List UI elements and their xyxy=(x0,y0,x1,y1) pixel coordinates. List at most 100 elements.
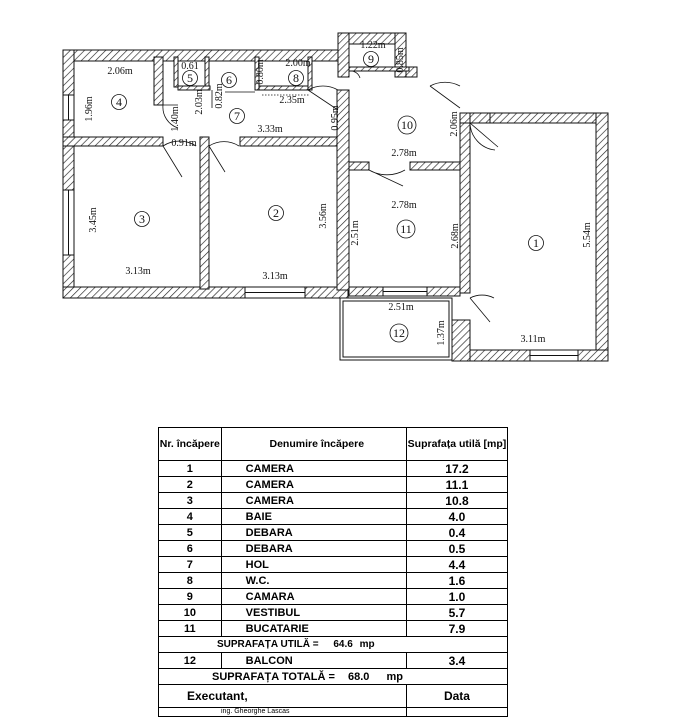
row-nr: 8 xyxy=(158,572,222,589)
balcony-nr: 12 xyxy=(158,652,222,669)
executant-label: Executant, xyxy=(158,684,407,708)
row-name: VESTIBUL xyxy=(220,604,407,621)
row-area: 11.1 xyxy=(405,476,509,493)
row-name: DEBARA xyxy=(220,540,407,557)
dimension-label: 2.51m xyxy=(350,220,361,246)
row-nr: 4 xyxy=(158,508,222,525)
dimension-labels: 2.06m1.96m0.612.03m0.80m0.82m2.00m2.35m1… xyxy=(84,40,593,346)
dotted-guides xyxy=(178,89,310,96)
row-nr: 10 xyxy=(158,604,222,621)
row-name: BUCATARIE xyxy=(220,620,407,637)
room-number: 12 xyxy=(393,326,405,340)
dimension-label: 1.96m xyxy=(84,96,95,122)
row-area: 1.0 xyxy=(405,588,509,605)
room-number: 2 xyxy=(273,206,279,220)
dimension-label: 2.00m xyxy=(285,58,311,69)
room-circle xyxy=(221,72,237,88)
dimension-label: 3.45m xyxy=(88,207,99,233)
dimension-label: 3.13m xyxy=(262,271,288,282)
dimension-label: 1.40m xyxy=(170,106,181,132)
dimension-label: 3.56m xyxy=(318,203,329,229)
header-name: Denumire încăpere xyxy=(220,427,407,461)
room-circle xyxy=(229,108,245,124)
balcony-name: BALCON xyxy=(220,652,407,669)
room-number: 1 xyxy=(533,236,539,250)
room-circle xyxy=(182,70,198,86)
room-number: 8 xyxy=(293,71,299,85)
signature-date-cell xyxy=(405,707,509,717)
row-nr: 9 xyxy=(158,588,222,605)
dimension-label: 2.51m xyxy=(388,302,414,313)
balcony-row: 12 BALCON 3.4 xyxy=(158,652,509,669)
row-area: 10.8 xyxy=(405,492,509,509)
dimension-label: 1.37m xyxy=(436,320,447,346)
room-number: 6 xyxy=(226,73,232,87)
row-name: BAIE xyxy=(220,508,407,525)
dimension-label: 0.82m xyxy=(214,83,225,109)
useful-total-row: SUPRAFAȚA UTILĂ = 64.6 mp xyxy=(158,636,508,653)
room-number: 7 xyxy=(234,109,240,123)
room-area-table: Nr. încăpere Denumire încăpere Suprafața… xyxy=(158,427,509,717)
useful-total-value: 64.6 xyxy=(333,639,353,650)
row-area: 0.5 xyxy=(405,540,509,557)
row-nr: 6 xyxy=(158,540,222,557)
door-swings xyxy=(162,70,499,323)
row-area: 0.4 xyxy=(405,524,509,541)
dimension-label: 2.03m xyxy=(194,89,205,115)
dimension-label: 1.22m xyxy=(360,40,386,51)
dimension-label: 2.78m xyxy=(391,200,417,211)
dimension-label: 5.54m xyxy=(582,222,593,248)
room-circle xyxy=(268,205,284,221)
dimension-label: 0.61 xyxy=(181,61,199,72)
row-name: CAMERA xyxy=(220,460,407,477)
useful-total-unit: mp xyxy=(359,639,375,650)
walls xyxy=(62,32,609,362)
row-nr: 11 xyxy=(158,620,222,637)
room-circle xyxy=(288,70,304,86)
balcony-outline xyxy=(339,297,453,361)
room-number: 5 xyxy=(187,71,193,85)
room-circle xyxy=(363,51,379,67)
dimension-label: 2.68m xyxy=(450,223,461,249)
signature-row: ing. Gheorghe Lascas xyxy=(158,707,509,717)
signature-text: ing. Gheorghe Lascas xyxy=(158,707,407,717)
dimension-label: 0.95m xyxy=(330,105,341,131)
dimension-label: 0.85m xyxy=(395,47,406,73)
room-number: 4 xyxy=(116,95,122,109)
dimension-label: 2.35m xyxy=(279,95,305,106)
dimension-label: 2.06m xyxy=(107,66,133,77)
date-label: Data xyxy=(405,684,509,708)
row-nr: 1 xyxy=(158,460,222,477)
room-number: 10 xyxy=(401,118,413,132)
room-circle xyxy=(134,211,150,227)
room-number: 11 xyxy=(400,222,412,236)
room-circle xyxy=(397,115,417,135)
row-nr: 7 xyxy=(158,556,222,573)
room-circle xyxy=(389,323,409,343)
grand-total-value: 68.0 xyxy=(348,670,370,683)
row-area: 7.9 xyxy=(405,620,509,637)
row-name: HOL xyxy=(220,556,407,573)
grand-total-unit: mp xyxy=(386,670,404,683)
grand-total-label: SUPRAFAȚA TOTALĂ = xyxy=(212,670,335,683)
room-circle xyxy=(396,219,416,239)
header-area: Suprafața utilă [mp] xyxy=(405,427,509,461)
dimension-label: 2.78m xyxy=(391,148,417,159)
dimension-label: 0.91m xyxy=(171,138,197,149)
room-number: 9 xyxy=(368,52,374,66)
row-name: CAMARA xyxy=(220,588,407,605)
room-circle xyxy=(111,94,127,110)
room-number: 3 xyxy=(139,212,145,226)
